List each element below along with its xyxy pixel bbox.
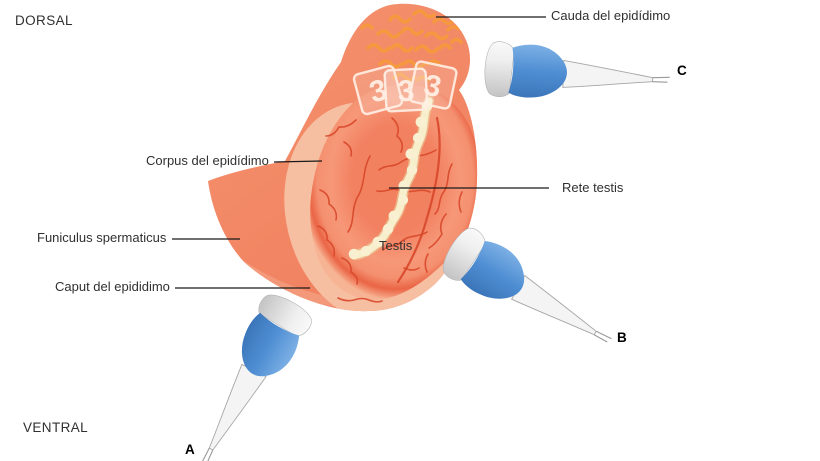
marker-square: 3 [408, 60, 458, 110]
marker-number: 3 [421, 69, 444, 105]
organ-interior [208, 9, 478, 312]
marker-square: 3 [352, 64, 404, 116]
testis-body [310, 84, 478, 300]
probe-a [178, 288, 317, 461]
corpus-label: Corpus del epidídimo [146, 153, 269, 168]
dorsal-label: DORSAL [15, 13, 73, 28]
probe-a-label: A [185, 442, 195, 457]
marker-squares: 3 3 3 [352, 60, 458, 116]
leader-line-corpus [273, 160, 323, 163]
probe-c [482, 40, 673, 110]
rete-label: Rete testis [562, 180, 624, 195]
caput-label: Caput del epididimo [55, 279, 170, 294]
ventral-label: VENTRAL [23, 420, 89, 435]
probe-b-label: B [617, 330, 627, 345]
probe-c-label: C [677, 63, 687, 78]
cauda-label: Cauda del epidídimo [551, 8, 671, 23]
funiculus-label: Funiculus spermaticus [37, 230, 167, 245]
testis-label: Testis [379, 238, 413, 253]
blood-vessels [317, 116, 463, 303]
probe-b [436, 222, 625, 367]
rete-testis-cord [348, 95, 435, 261]
leader-lines [172, 16, 549, 289]
